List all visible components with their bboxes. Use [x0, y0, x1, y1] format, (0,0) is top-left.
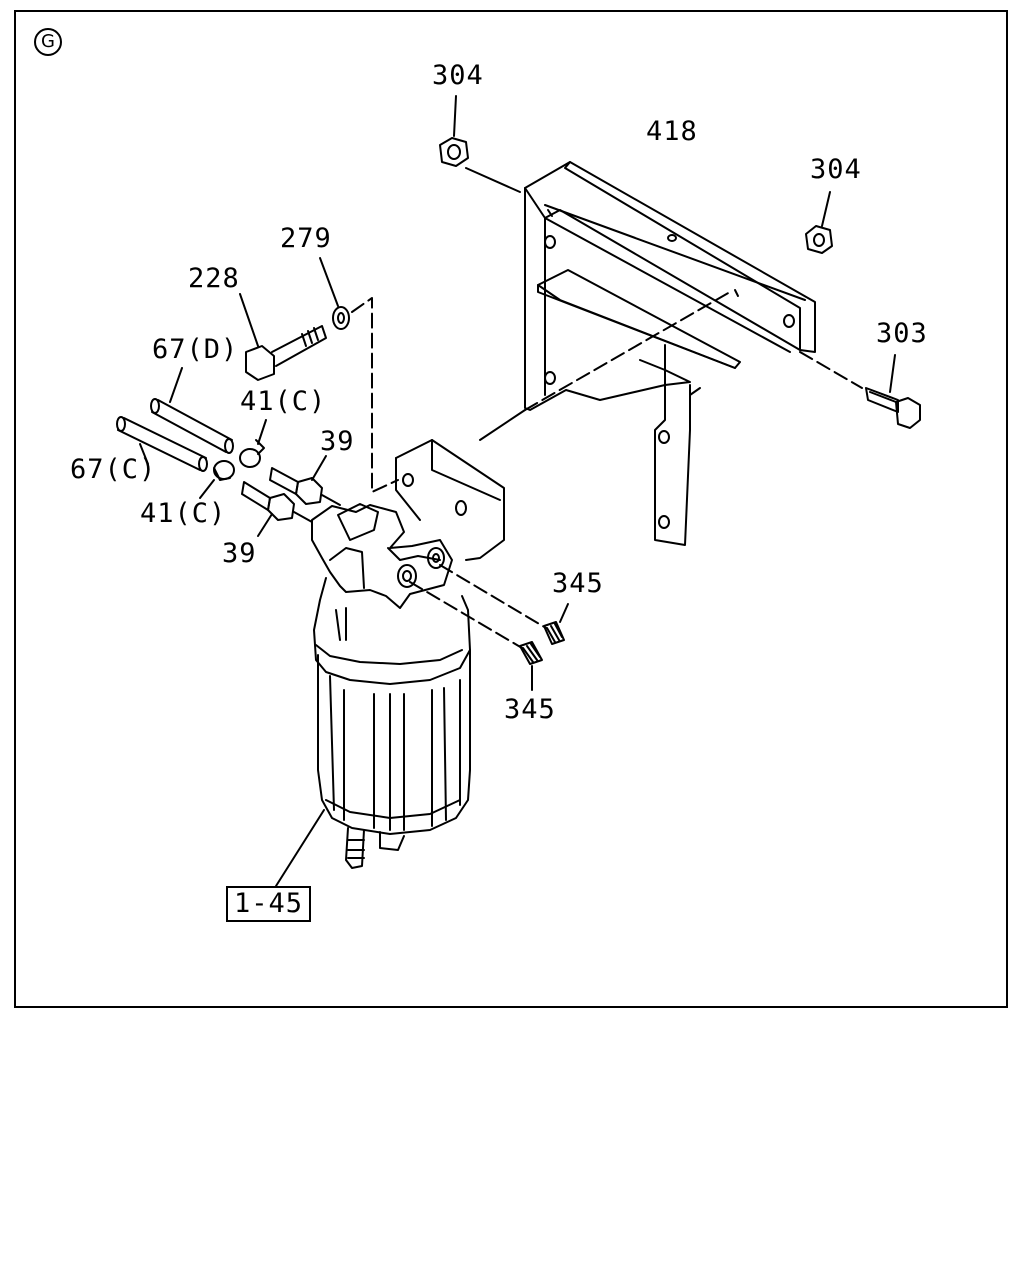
callout-67c: 67(C) [70, 454, 157, 485]
bracket-418 [524, 161, 816, 546]
callout-304-top: 304 [432, 60, 484, 91]
callout-345-bottom: 345 [504, 694, 556, 725]
callout-279: 279 [280, 223, 332, 254]
clip-41c-bottom [199, 460, 235, 499]
reference-box-1-45: 1-45 [226, 886, 312, 922]
pipe-67d [150, 367, 234, 454]
filter-bowl [275, 577, 471, 887]
callout-41c-top: 41(C) [240, 386, 327, 417]
plug-345-bottom [519, 641, 543, 691]
nut-304-top [439, 95, 521, 193]
nut-304-right [805, 191, 833, 254]
washer-279 [319, 257, 399, 493]
bolt-228 [239, 293, 327, 381]
plug-345-top [543, 603, 569, 645]
clip-41c-top [239, 419, 267, 468]
diagram-frame [14, 10, 1008, 1008]
callout-418: 418 [646, 116, 698, 147]
connector-39-top [269, 455, 341, 506]
callout-39-top: 39 [320, 426, 355, 457]
section-mark-badge: G [34, 28, 62, 56]
bolt-303 [799, 351, 921, 429]
callout-67d: 67(D) [152, 334, 239, 365]
callout-304-right: 304 [810, 154, 862, 185]
section-mark-letter: G [41, 31, 55, 52]
callout-228: 228 [188, 263, 240, 294]
callout-39-bottom: 39 [222, 538, 257, 569]
callout-303: 303 [876, 318, 928, 349]
callout-345-top: 345 [552, 568, 604, 599]
pipe-67c [116, 416, 208, 472]
filter-head [311, 291, 731, 649]
callout-41c-bottom: 41(C) [140, 498, 227, 529]
connector-39-bottom [241, 481, 313, 537]
